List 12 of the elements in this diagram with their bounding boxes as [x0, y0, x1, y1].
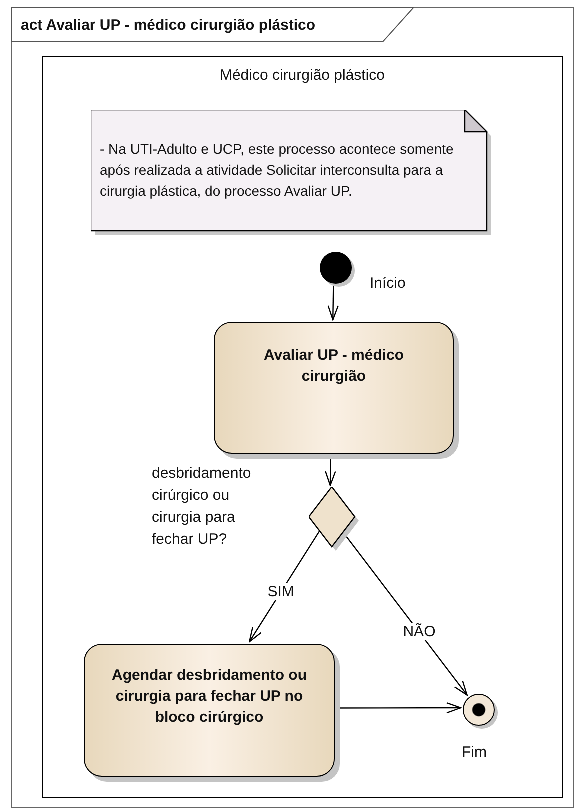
partition-title: Médico cirurgião plástico — [218, 67, 386, 84]
final-node — [463, 694, 495, 726]
action-label: Avaliar UP - médico cirurgião — [264, 347, 404, 385]
diagram-title: act Avaliar UP - médico cirurgião plástico — [21, 17, 316, 34]
action-label: Agendar desbridamento ou cirurgia para fechar UP no bloco cirúrgico — [112, 667, 308, 726]
initial-node — [320, 252, 352, 284]
guard-question: desbridamento cirúrgico ou cirurgia para fechar UP? — [152, 464, 252, 550]
note-text: - Na UTI-Adulto e UCP, este processo acontece somente após realizada a atividade Solicitar interconsulta para a cirurgia plástica, do processo Avaliar UP. — [100, 140, 455, 201]
edge-label: SIM — [266, 584, 296, 601]
end-label: Fim — [462, 743, 488, 763]
start-label: Início — [370, 274, 407, 294]
edge-label: NÃO — [401, 624, 438, 641]
